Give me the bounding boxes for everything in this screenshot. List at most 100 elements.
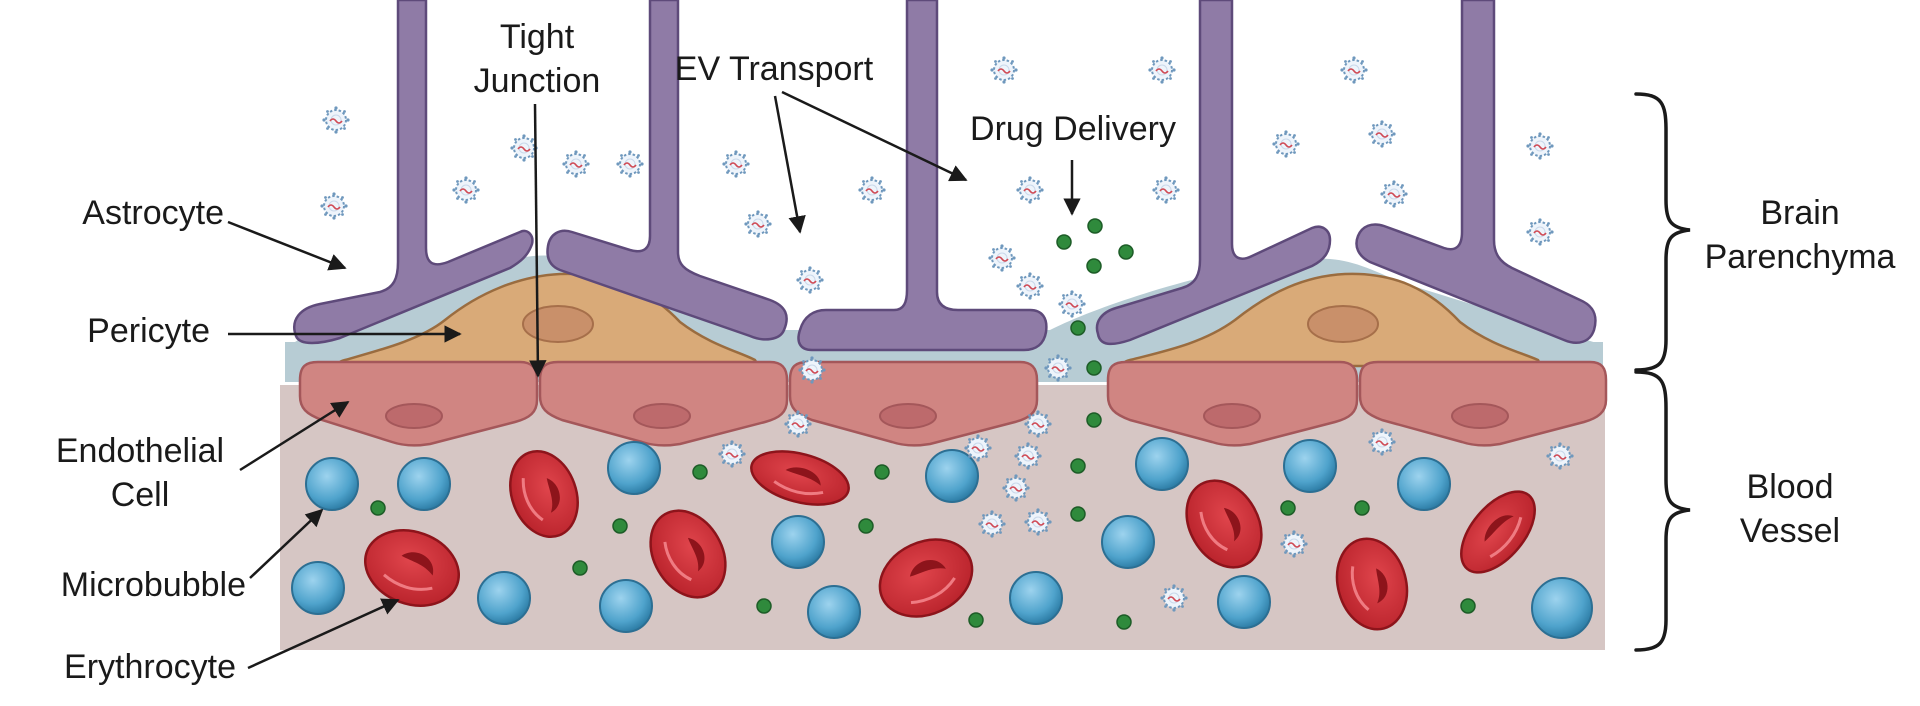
pericyte-label: Pericyte — [87, 312, 210, 350]
ev-vesicle-icon — [1340, 56, 1368, 84]
erythrocyte-icon — [649, 509, 727, 599]
ev-vesicle-icon — [452, 176, 480, 204]
drug-particle-icon — [572, 560, 588, 576]
ev-vesicle-icon — [1016, 272, 1044, 300]
drug-particle-icon — [370, 500, 386, 516]
microbubble-icon — [607, 441, 661, 495]
drug-particle-icon — [1070, 320, 1086, 336]
drug-particle-icon — [1087, 218, 1103, 234]
drug-particle-icon — [1086, 258, 1102, 274]
astrocyte-1 — [293, 0, 534, 345]
microbubble-icon — [1009, 571, 1063, 625]
ev-vesicle-icon — [1368, 120, 1396, 148]
vessel-brace — [1634, 370, 1691, 652]
astrocyte-label: Astrocyte — [82, 194, 224, 232]
endothelial-arrow — [239, 400, 350, 472]
ev-transport-arrow-1 — [773, 95, 806, 234]
microbubble-icon — [1283, 439, 1337, 493]
microbubbles — [291, 437, 1593, 639]
braces — [1634, 92, 1691, 652]
astrocyte-2 — [546, 0, 788, 341]
drug-particle-icon — [968, 612, 984, 628]
drug-particle-icon — [756, 598, 772, 614]
ev-vesicle-icon — [562, 150, 590, 178]
microbubble-icon — [771, 515, 825, 569]
ev-vesicle-icon — [322, 106, 350, 134]
microbubble-icon — [599, 579, 653, 633]
erythrocytes — [363, 449, 1536, 631]
microbubble-icon — [925, 449, 979, 503]
microbubble-icon — [1531, 577, 1593, 639]
microbubble-icon — [1217, 575, 1271, 629]
drug-particles — [370, 218, 1476, 630]
drug-particle-icon — [1116, 614, 1132, 630]
drug-particle-icon — [874, 464, 890, 480]
microbubble-icon — [1135, 437, 1189, 491]
astrocyte-4 — [1095, 0, 1332, 346]
drug-delivery-label: Drug Delivery — [970, 110, 1176, 148]
ev-vesicle-icon — [858, 176, 886, 204]
microbubble-icon — [397, 457, 451, 511]
microbubble-arrow — [249, 508, 324, 579]
erythrocyte-label: Erythrocyte — [64, 648, 236, 686]
astrocyte-arrow — [227, 220, 347, 271]
ev-vesicle-icon — [1058, 290, 1086, 318]
ev-vesicle-icon — [1148, 56, 1176, 84]
astrocyte-3 — [797, 0, 1048, 352]
erythrocyte-icon — [509, 449, 579, 539]
erythrocyte-icon — [1460, 490, 1536, 574]
ev-transport-arrow-2 — [781, 90, 968, 182]
erythrocyte-icon — [750, 450, 850, 506]
tight-junction-arrow — [529, 103, 547, 378]
ev-vesicle-icon — [796, 266, 824, 294]
ev-vesicle-icon — [1380, 180, 1408, 208]
ev-vesicle-icon — [1526, 218, 1554, 246]
labels: Tight Junction EV Transport Drug Deliver… — [56, 18, 1896, 686]
drug-particle-icon — [1070, 506, 1086, 522]
drug-particle-icon — [858, 518, 874, 534]
ev-vesicle-icon — [722, 150, 750, 178]
annotation-arrows — [227, 90, 1081, 670]
ev-vesicle-icon — [510, 134, 538, 162]
brain-brace — [1634, 92, 1691, 372]
brain-parenchyma-label-2: Parenchyma — [1705, 238, 1896, 276]
tight-junction-label-2: Junction — [474, 62, 601, 100]
microbubble-icon — [1101, 515, 1155, 569]
ev-vesicle-icon — [988, 244, 1016, 272]
microbubble-icon — [807, 585, 861, 639]
ev-vesicle-icon — [1526, 132, 1554, 160]
drug-particle-icon — [1354, 500, 1370, 516]
endothelial-nuclei — [385, 403, 1509, 429]
drug-particle-icon — [1086, 360, 1102, 376]
ev-vesicle-icon — [1152, 176, 1180, 204]
erythrocyte-icon — [1185, 479, 1263, 569]
microbubble-icon — [305, 457, 359, 511]
drug-particle-icon — [1056, 234, 1072, 250]
drug-particle-icon — [1280, 500, 1296, 516]
blood-vessel-label-2: Vessel — [1740, 512, 1840, 550]
drug-particle-icon — [1070, 458, 1086, 474]
erythrocyte-icon — [878, 538, 974, 618]
brain-parenchyma-label-1: Brain — [1760, 194, 1839, 232]
erythrocyte-icon — [1335, 537, 1409, 631]
endothelial-label-2: Cell — [111, 476, 170, 514]
endothelial-label-1: Endothelial — [56, 432, 224, 470]
tight-junction-label-1: Tight — [500, 18, 575, 56]
ev-vesicle-icon — [1016, 176, 1044, 204]
ev-vesicle-icon — [320, 192, 348, 220]
ev-vesicle-icon — [616, 150, 644, 178]
microbubble-icon — [291, 561, 345, 615]
ev-vesicle-icon — [744, 210, 772, 238]
microbubble-icon — [477, 571, 531, 625]
erythrocyte-arrow — [247, 598, 400, 670]
astrocyte-5 — [1355, 0, 1597, 344]
drug-particle-icon — [1118, 244, 1134, 260]
drug-particle-icon — [1086, 412, 1102, 428]
drug-particle-icon — [612, 518, 628, 534]
drug-particle-icon — [692, 464, 708, 480]
blood-vessel-label-1: Blood — [1747, 468, 1834, 506]
drug-particle-icon — [1460, 598, 1476, 614]
ev-transport-label: EV Transport — [675, 50, 874, 88]
microbubble-label: Microbubble — [61, 566, 246, 604]
